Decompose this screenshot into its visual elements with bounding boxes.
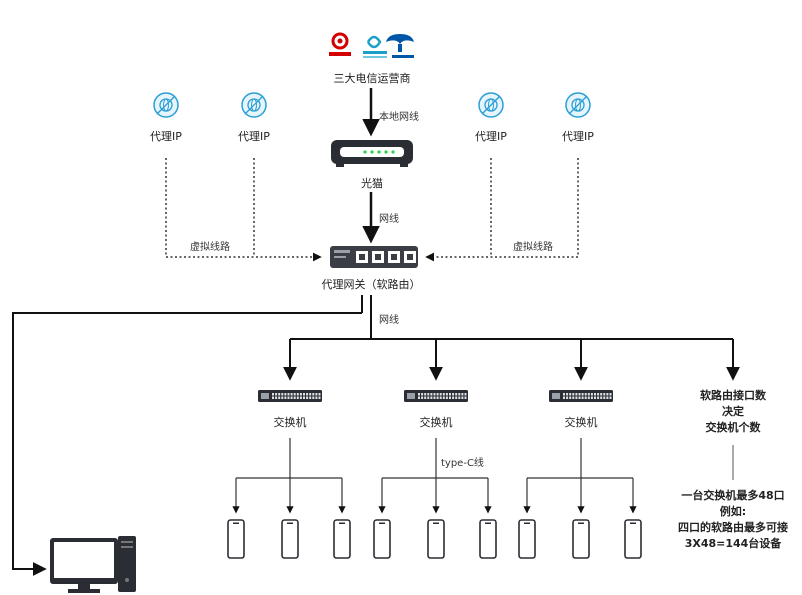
proxy-label-4: 代理IP — [562, 130, 594, 143]
virtual-line-label-left: 虚拟线路 — [190, 242, 230, 253]
router-to-computer-line — [12, 312, 362, 576]
isp-to-modem-label: 本地网线 — [379, 112, 419, 123]
router-to-switches-label: 网线 — [379, 315, 399, 326]
china-telecom-logo — [386, 34, 414, 58]
globe-icon — [153, 92, 179, 118]
switch-fanout-lines — [232, 438, 346, 514]
switch-icon — [549, 390, 613, 402]
interface-note-line3: 交换机个数 — [705, 421, 761, 434]
switch-label-1: 交换机 — [273, 416, 307, 429]
phone-icon — [227, 519, 245, 559]
globe-icon — [478, 92, 504, 118]
capacity-note-line2: 例如: — [719, 505, 747, 518]
isp-label: 三大电信运营商 — [333, 72, 411, 85]
globe-icon — [241, 92, 267, 118]
switch-icon — [258, 390, 322, 402]
proxy-label-1: 代理IP — [150, 130, 182, 143]
isp-logos — [327, 28, 422, 64]
virtual-lines — [165, 158, 579, 262]
phone-icon — [572, 519, 590, 559]
china-unicom-logo — [329, 32, 351, 56]
china-mobile-logo — [363, 35, 387, 58]
router-icon — [330, 246, 418, 268]
capacity-note-line3: 四口的软路由最多可接 — [678, 521, 788, 534]
router-label: 代理网关（软路由） — [321, 278, 421, 291]
modem-icon — [331, 140, 413, 167]
desktop-computer-icon — [50, 536, 136, 593]
phone-icon — [281, 519, 299, 559]
switch-label-2: 交换机 — [419, 416, 453, 429]
interface-note-line1: 软路由接口数 — [700, 389, 766, 402]
modem-to-router-label: 网线 — [379, 214, 399, 225]
capacity-note-line1: 一台交换机最多48口 — [681, 489, 785, 502]
phone-icon — [333, 519, 351, 559]
interface-note-line2: 决定 — [722, 405, 744, 418]
switch-fanout-lines — [378, 438, 492, 514]
capacity-note-line4: 3X48=144台设备 — [684, 537, 782, 550]
capacity-note: 一台交换机最多48口 例如: 四口的软路由最多可接 3X48=144台设备 — [663, 488, 802, 552]
type-c-label: type-C线 — [441, 458, 484, 469]
proxy-label-2: 代理IP — [238, 130, 270, 143]
phone-icon — [624, 519, 642, 559]
modem-label: 光猫 — [361, 177, 383, 190]
interface-note: 软路由接口数 决定 交换机个数 — [683, 388, 783, 436]
globe-icon — [565, 92, 591, 118]
switches-group — [227, 390, 642, 559]
switch-fanout-lines — [523, 438, 637, 514]
phone-icon — [373, 519, 391, 559]
switch-icon — [404, 390, 468, 402]
phone-icon — [479, 519, 497, 559]
router-to-switches-lines — [283, 295, 740, 381]
switch-label-3: 交换机 — [564, 416, 598, 429]
phone-icon — [518, 519, 536, 559]
proxy-globes — [153, 92, 591, 118]
proxy-label-3: 代理IP — [475, 130, 507, 143]
phone-icon — [427, 519, 445, 559]
virtual-line-label-right: 虚拟线路 — [513, 242, 553, 253]
